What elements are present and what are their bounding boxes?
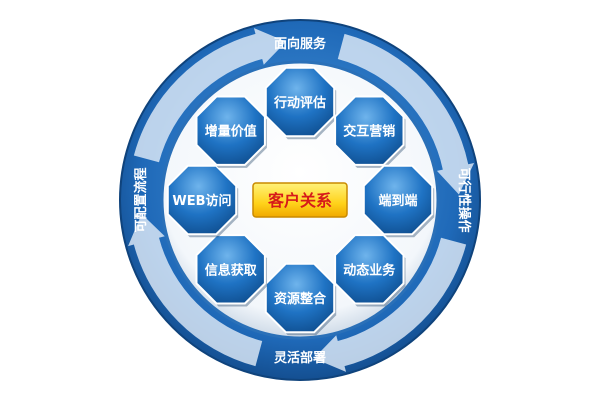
ring-label-right: 可行性操作	[456, 167, 472, 232]
node-label: 增量价值	[205, 124, 257, 140]
ring-label-left: 可配置流程	[133, 167, 149, 232]
node-8: 增量价值	[195, 95, 267, 168]
node-label: WEB访问	[172, 193, 231, 209]
node-octagon	[334, 234, 405, 305]
node-label: 端到端	[378, 193, 417, 209]
node-4: 动态业务	[334, 234, 406, 307]
node-label: 信息获取	[205, 262, 258, 278]
cycle-arrow-4	[133, 28, 287, 163]
node-5: 资源整合	[264, 262, 337, 336]
node-octagon	[264, 66, 336, 138]
node-octagon	[334, 95, 405, 166]
outer-ring-edge	[119, 19, 481, 381]
node-6: 信息获取	[195, 234, 267, 307]
center-node: 客户关系	[252, 182, 348, 218]
node-octagon	[362, 164, 434, 236]
node-label: 交互营销	[343, 124, 395, 140]
cycle-arrow-1	[337, 33, 475, 195]
cycle-arrow-3	[128, 213, 263, 367]
node-label: 动态业务	[343, 262, 396, 278]
node-3: 端到端	[362, 164, 435, 238]
cycle-arrows	[128, 28, 475, 372]
node-7: WEB访问	[166, 164, 239, 238]
node-label: 行动评估	[273, 95, 326, 111]
ring-label-bottom: 灵活部署	[274, 350, 326, 366]
node-1: 行动评估	[264, 66, 337, 140]
node-octagon	[195, 95, 266, 166]
node-octagon	[195, 234, 266, 305]
node-label: 资源整合	[274, 291, 327, 307]
node-octagon	[166, 164, 238, 236]
ring-label-top: 面向服务	[274, 36, 327, 52]
center-label: 客户关系	[268, 191, 332, 210]
node-2: 交互营销	[334, 95, 406, 168]
inner-disk-edge	[160, 60, 440, 340]
cycle-arrow-2	[313, 237, 467, 372]
